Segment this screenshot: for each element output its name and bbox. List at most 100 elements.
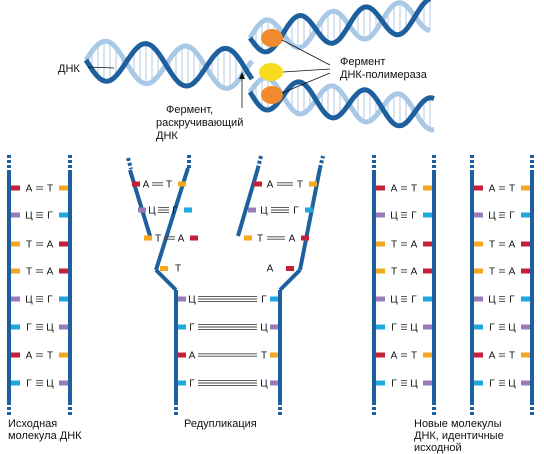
base-letter: А: [509, 240, 516, 251]
base-tick-А: [190, 235, 198, 241]
base-tick-Т: [423, 185, 432, 191]
base-letter: Г: [391, 323, 397, 334]
helix-upper-branch-back-strand: [247, 0, 431, 51]
base-tick-Т: [144, 235, 152, 241]
base-tick-Ц: [521, 380, 530, 386]
base-tick-А: [376, 185, 385, 191]
base-letter: Т: [489, 240, 495, 251]
base-tick-А: [376, 352, 385, 358]
base-tick-Г: [474, 324, 483, 330]
base-letter: Ц: [488, 295, 496, 306]
base-letter: А: [178, 234, 185, 245]
base-tick-Ц: [474, 212, 483, 218]
base-letter: Ц: [260, 206, 268, 217]
base-tick-Ц: [376, 296, 385, 302]
base-tick-Т: [178, 181, 186, 187]
polymerase-enzyme-bottom: [261, 86, 283, 104]
base-tick-Г: [423, 212, 432, 218]
base-letter: Ц: [410, 379, 418, 390]
polymerase-pointer-bottom: [281, 72, 331, 94]
base-letter: А: [411, 240, 418, 251]
base-letter: Ц: [390, 211, 398, 222]
base-letter: Т: [155, 234, 161, 245]
base-tick-Т: [474, 268, 483, 274]
caption-replication: Редупликация: [184, 418, 257, 430]
caption-new-line1: Новые молекулы: [414, 418, 502, 430]
base-letter: Г: [26, 379, 32, 390]
helicase-pointer-arrow: [239, 72, 245, 79]
base-tick-А: [474, 352, 483, 358]
base-letter: А: [26, 351, 33, 362]
base-tick-Т: [270, 352, 278, 358]
base-letter: А: [47, 267, 54, 278]
base-letter: А: [47, 240, 54, 251]
base-tick-А: [59, 268, 68, 274]
base-letter: Т: [391, 240, 397, 251]
base-letter: А: [509, 267, 516, 278]
base-tick-Г: [376, 324, 385, 330]
base-tick-Т: [59, 352, 68, 358]
base-tick-Ц: [248, 207, 256, 213]
base-letter: Г: [489, 379, 495, 390]
base-tick-Ц: [59, 380, 68, 386]
base-tick-Г: [474, 380, 483, 386]
base-letter: А: [289, 234, 296, 245]
right-arm-parent-join: [278, 268, 302, 292]
base-letter: Т: [391, 267, 397, 278]
base-tick-А: [521, 268, 530, 274]
base-letter: Т: [509, 351, 515, 362]
base-tick-Т: [376, 241, 385, 247]
base-letter: А: [489, 184, 496, 195]
caption-original-line2: молекула ДНК: [8, 430, 82, 442]
base-letter: Г: [47, 295, 53, 306]
helicase-label-line3: ДНК: [156, 130, 178, 142]
base-tick-Г: [376, 380, 385, 386]
base-letter: Т: [175, 264, 181, 275]
base-tick-А: [286, 266, 294, 271]
base-letter: Г: [172, 206, 178, 217]
left-arm-new-strand: [128, 169, 152, 237]
base-tick-Т: [160, 266, 168, 271]
base-letter: Г: [189, 323, 195, 334]
base-letter: А: [26, 184, 33, 195]
helicase-label-line2: раскручивающий: [156, 117, 243, 129]
base-tick-Г: [423, 296, 432, 302]
helix-main-back-strand: [83, 38, 255, 91]
base-tick-А: [11, 185, 20, 191]
right-arm-new-strand: [236, 167, 260, 237]
base-letter: Г: [47, 211, 53, 222]
base-letter: Г: [489, 323, 495, 334]
base-letter: Т: [297, 180, 303, 191]
base-letter: Т: [257, 234, 263, 245]
base-letter: Ц: [46, 379, 54, 390]
base-tick-Т: [474, 241, 483, 247]
polymerase-pointer-mid: [282, 68, 331, 73]
base-tick-Ц: [270, 380, 278, 386]
caption-new: Новые молекулы ДНК, идентичные исходной: [414, 418, 544, 454]
helix-main-front-strand: [83, 41, 255, 89]
base-tick-Ц: [423, 380, 432, 386]
base-letter: А: [411, 267, 418, 278]
right-arm-new-dashed: [256, 155, 263, 169]
base-letter: Ц: [410, 323, 418, 334]
base-letter: Ц: [46, 323, 54, 334]
base-tick-Т: [521, 352, 530, 358]
base-tick-Г: [59, 212, 68, 218]
base-tick-Ц: [11, 296, 20, 302]
helix-illustration: ДНК Фермент ДНК-полимераза Фермент, раск…: [58, 0, 435, 142]
base-tick-Ц: [270, 324, 278, 330]
base-tick-Г: [178, 324, 186, 330]
base-letter: А: [267, 264, 274, 275]
base-tick-Ц: [59, 324, 68, 330]
base-tick-Т: [59, 185, 68, 191]
base-tick-Т: [244, 235, 252, 241]
caption-original: Исходная молекула ДНК: [8, 418, 82, 442]
polymerase-pointer-top: [281, 39, 331, 66]
base-letter: Г: [293, 206, 299, 217]
base-tick-Г: [178, 380, 186, 386]
dna-pointer-line: [87, 66, 115, 69]
base-tick-Т: [11, 241, 20, 247]
